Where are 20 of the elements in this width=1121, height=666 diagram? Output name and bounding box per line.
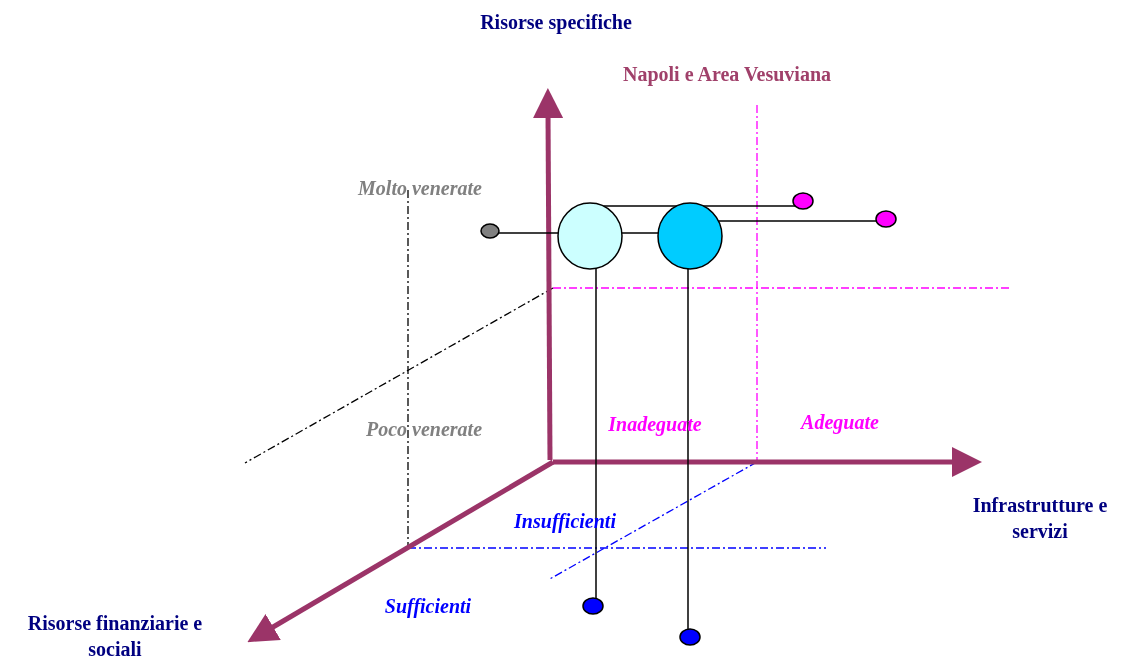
bubble	[657, 202, 723, 270]
connector-line	[497, 232, 559, 234]
connector-line	[595, 267, 597, 600]
axis-title: Risorse specifiche	[480, 10, 632, 35]
level-label: Molto venerate	[358, 176, 482, 201]
dot	[679, 628, 701, 646]
level-label: Poco venerate	[365, 417, 483, 442]
dot	[582, 597, 604, 615]
axis-title: Risorse finanziarie e sociali	[26, 611, 204, 662]
axis-title: Infrastrutture e servizi	[971, 493, 1109, 544]
dot	[792, 192, 814, 210]
level-label: Sufficienti	[384, 594, 472, 619]
bubble	[557, 202, 623, 270]
dot	[875, 210, 897, 228]
connector-line	[717, 220, 878, 222]
series-label: Napoli e Area Vesuviana	[623, 62, 831, 87]
connector-line	[621, 232, 659, 234]
level-label: Adeguate	[801, 410, 879, 435]
dot	[480, 223, 500, 239]
connector-line	[687, 268, 689, 630]
